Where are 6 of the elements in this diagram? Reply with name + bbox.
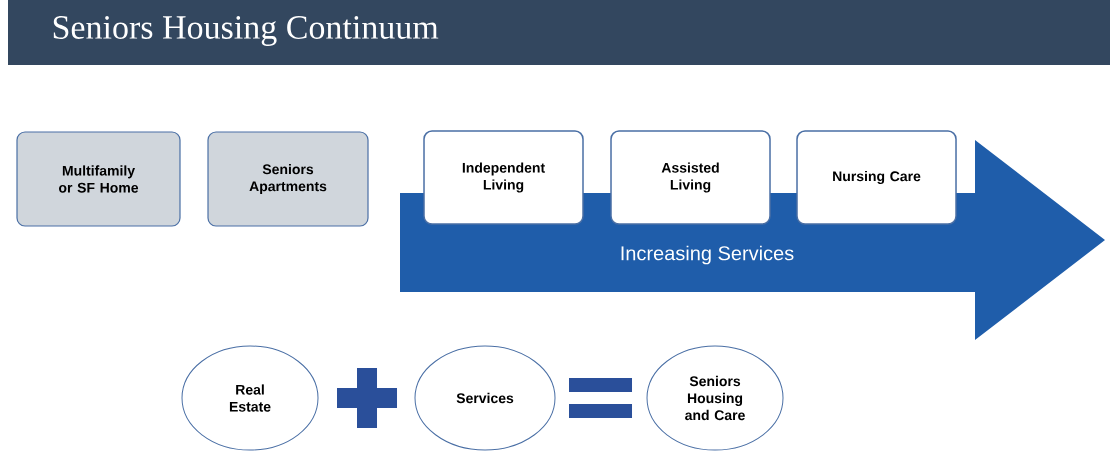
title-bar: Seniors Housing Continuum — [8, 0, 1110, 65]
care-box: Assisted Living — [610, 130, 771, 225]
care-box: Independent Living — [423, 130, 584, 225]
care-box: Nursing Care — [796, 130, 957, 225]
housing-box: Seniors Apartments — [207, 131, 369, 227]
housing-box: Multifamily or SF Home — [16, 131, 181, 227]
